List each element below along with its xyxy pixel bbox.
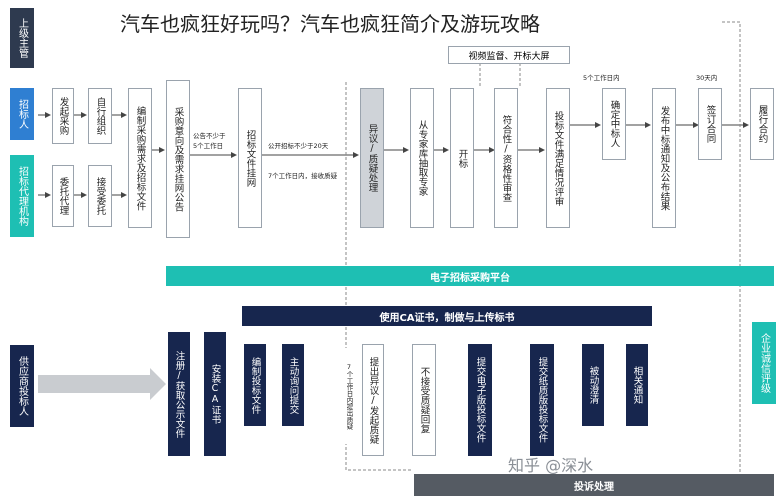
step-notify: 相关通知 xyxy=(626,344,648,426)
platform-bar: 电子招标采购平台 xyxy=(166,266,774,286)
step-submit-paper: 提交纸质版投标文件 xyxy=(530,344,554,456)
note-notice-days2: 5个工作日 xyxy=(193,142,224,150)
lane-supplier: 供应商投标人 xyxy=(10,345,34,427)
page-title: 汽车也疯狂好玩吗？汽车也疯狂简介及游玩攻略 xyxy=(120,12,540,36)
lane-supervisor: 上级主管 xyxy=(10,8,34,68)
step-no-accept: 不接受质疑回复 xyxy=(412,344,436,456)
step-entrust: 委托代理 xyxy=(52,165,74,227)
step-confirm-winner: 确定中标人 xyxy=(602,88,626,160)
step-purchase-notice: 采购意向及需求挂网公告 xyxy=(166,80,190,238)
step-review: 符合性/资格性审查 xyxy=(494,88,518,228)
supervision-bar: 视频监督、开标大屏 xyxy=(448,46,570,64)
note-reply-days: 7个工作日内，接收质疑 xyxy=(268,172,338,180)
step-publish-result: 发布中标通知及公布结果 xyxy=(652,88,676,228)
complaint-bar: 投诉处理 xyxy=(414,474,774,496)
note-notice-days: 公告不少于 xyxy=(193,132,226,140)
note-public-days: 公开招标不少于20天 xyxy=(268,142,329,150)
step-submit-e: 提交电子版投标文件 xyxy=(468,344,492,456)
lane-agency: 招标代理机构 xyxy=(10,155,34,237)
step-evaluate: 投标文件满足情况评审 xyxy=(546,88,570,228)
step-compile-req: 编制采购需求及招标文件 xyxy=(128,88,152,228)
note-objection-days: 7个工作日内提出质疑 xyxy=(340,348,358,444)
step-open: 开标 xyxy=(450,88,474,228)
step-compile-bid: 编制投标文件 xyxy=(244,344,266,426)
step-raise-objection: 提出异议/发起质疑 xyxy=(362,344,384,456)
step-initiate: 发起采购 xyxy=(52,88,74,144)
lane-credit: 企业诚信评级 xyxy=(752,322,776,404)
step-perform: 履行合约 xyxy=(750,88,774,160)
note-confirm-days: 5个工作日内 xyxy=(583,74,620,82)
lane-tenderer: 招标人 xyxy=(10,88,34,140)
step-register: 注册/获取公示文件 xyxy=(168,332,190,456)
step-draw-experts: 从专家库抽取专家 xyxy=(410,88,434,228)
step-inquire: 主动询问提交 xyxy=(282,344,304,426)
step-install-ca: 安装CA证书 xyxy=(204,332,226,456)
step-tender-post: 招标文件挂网 xyxy=(238,88,262,228)
step-passive: 被动澄清 xyxy=(582,344,604,426)
note-contract-days: 30天内 xyxy=(696,74,718,82)
step-accept: 接受委托 xyxy=(88,165,112,227)
step-self-org: 自行组织 xyxy=(88,88,112,144)
watermark-text: 知乎 @深水 xyxy=(508,456,594,475)
step-objection: 异议/质疑处理 xyxy=(360,88,384,228)
step-sign-contract: 签订合同 xyxy=(698,88,722,160)
ca-bar: 使用CA证书，制做与上传标书 xyxy=(242,306,652,326)
